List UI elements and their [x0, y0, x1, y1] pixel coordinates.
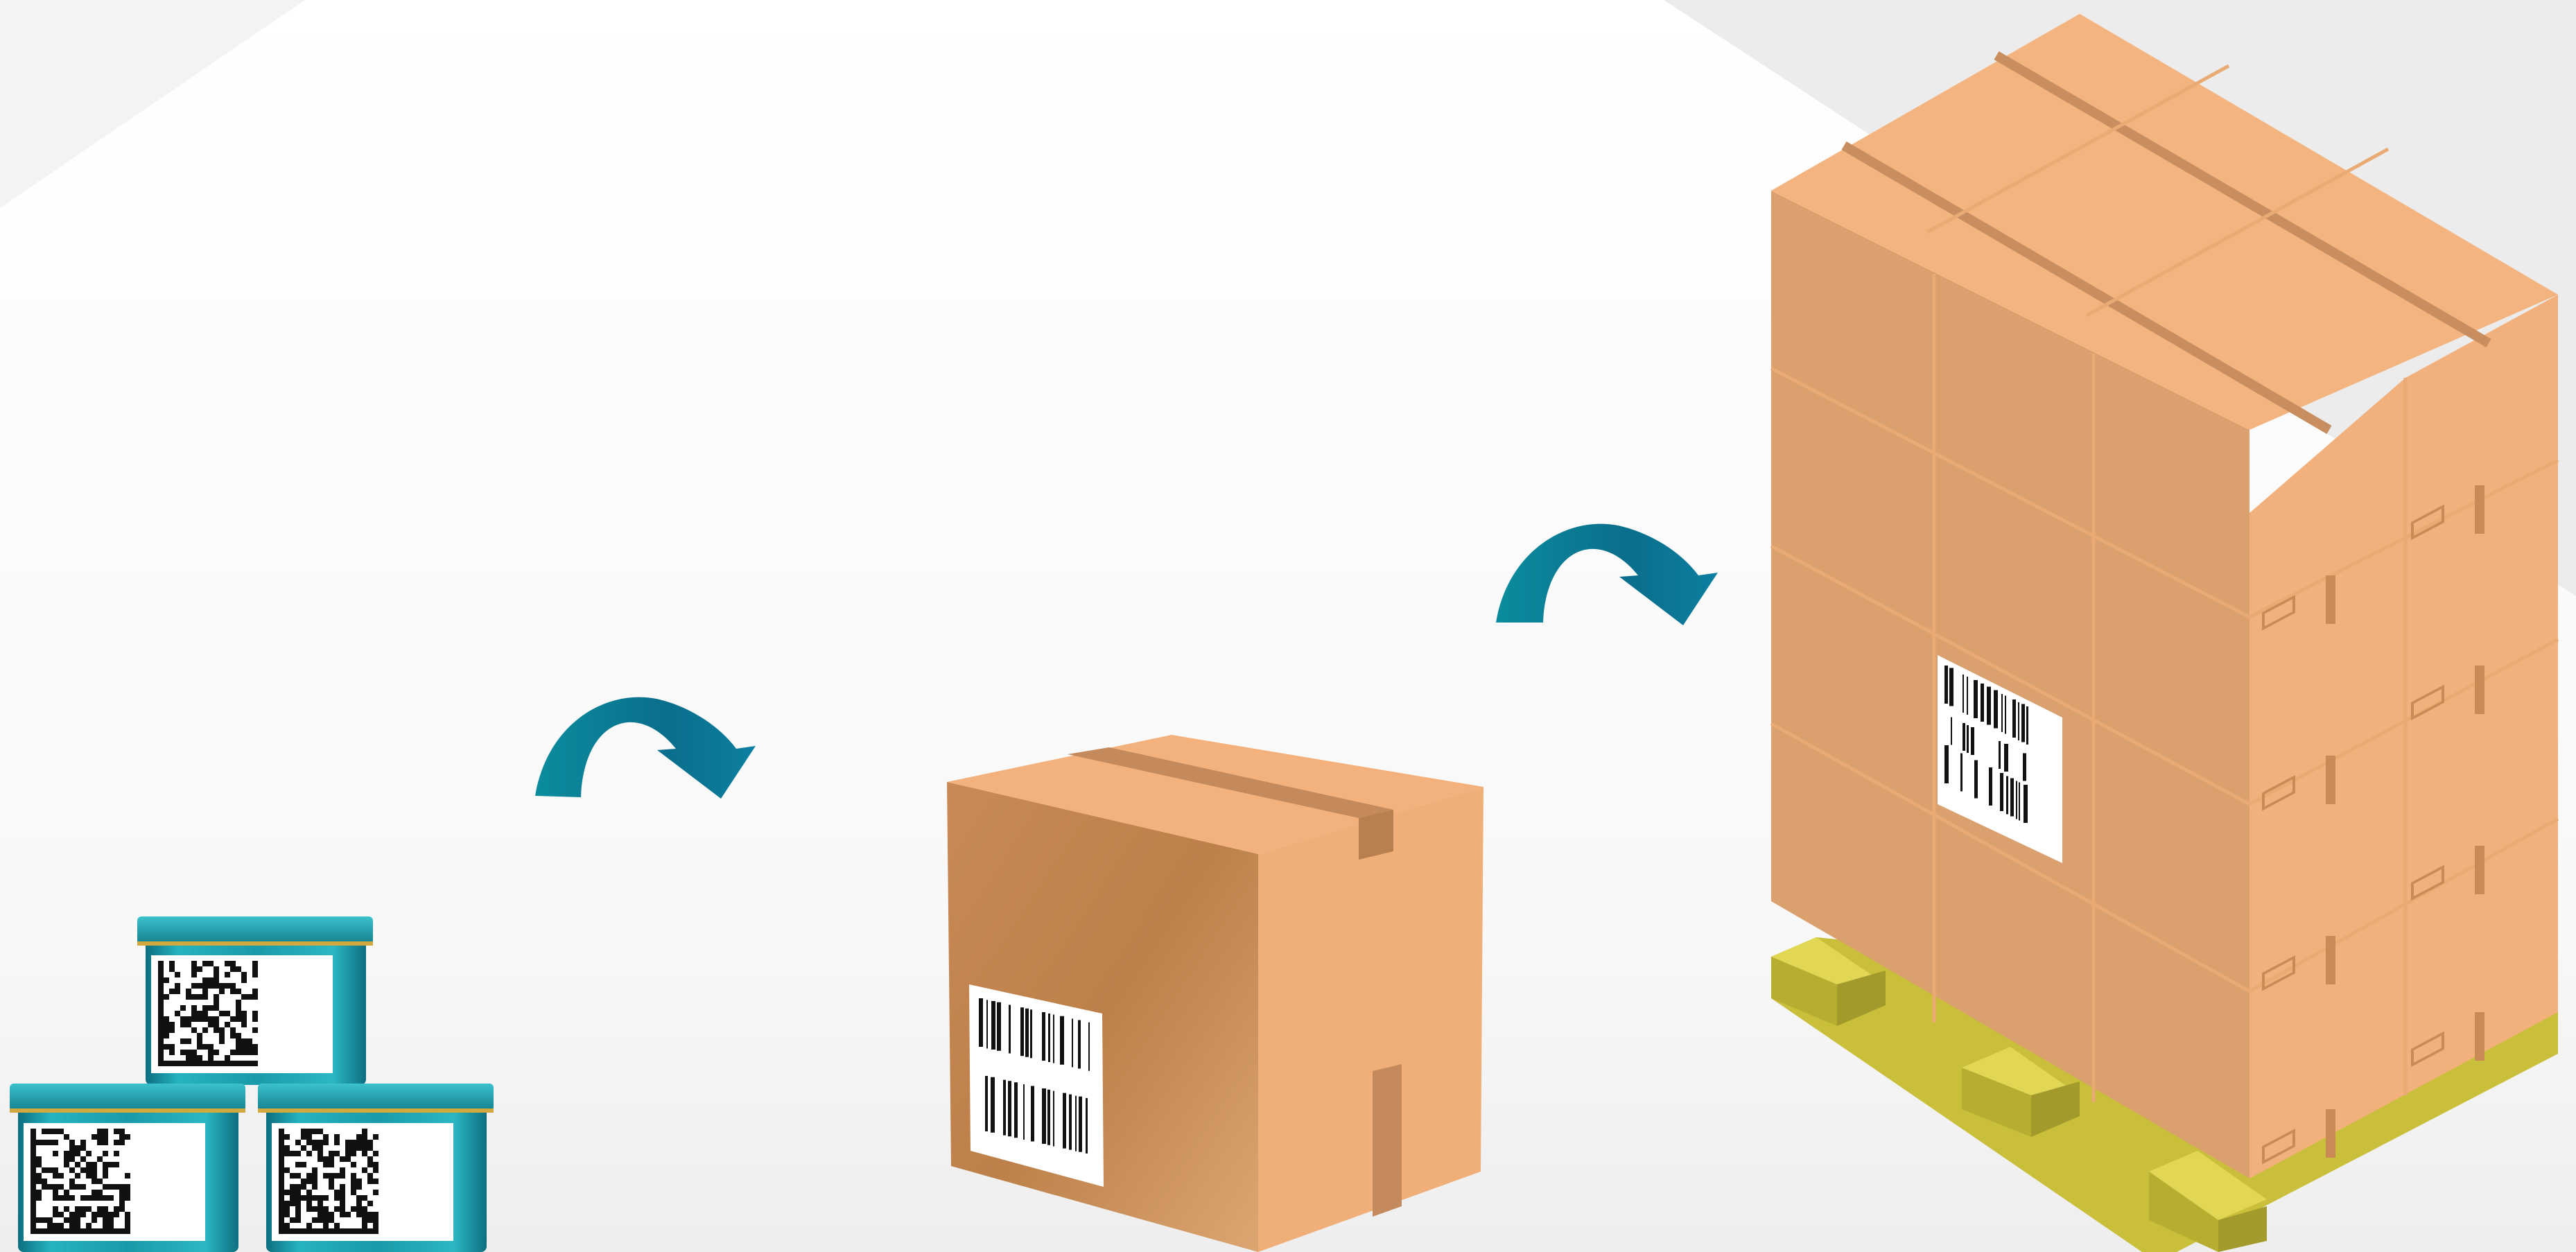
container-top	[137, 916, 373, 1085]
tape-strip	[2475, 485, 2484, 534]
tape-strip	[2326, 936, 2335, 984]
tape-strip	[2475, 846, 2484, 894]
case-box	[947, 735, 1483, 1252]
tape-strip	[2326, 575, 2335, 624]
tape-strip	[2326, 1109, 2335, 1158]
tape-strip	[2326, 756, 2335, 804]
tape-strip	[2475, 1012, 2484, 1061]
tape-strip	[2475, 666, 2484, 714]
